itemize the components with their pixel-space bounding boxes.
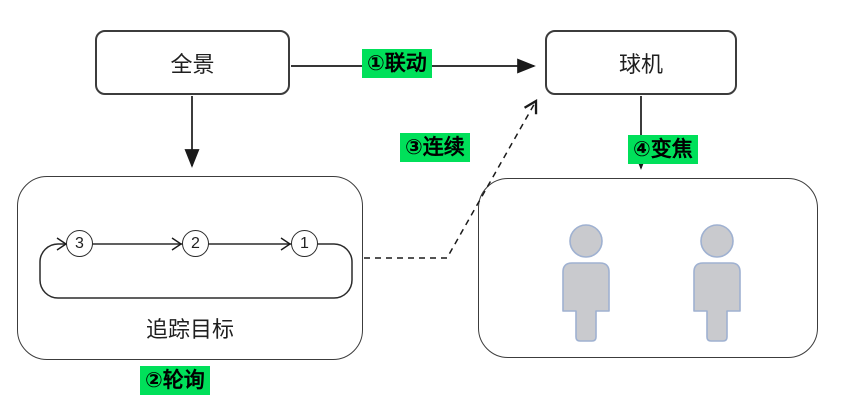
loop-arrowhead-into-2 bbox=[171, 237, 183, 251]
tracking-targets-box bbox=[17, 176, 363, 360]
loop-node-2-label: 2 bbox=[191, 234, 200, 252]
loop-node-3-label: 3 bbox=[75, 234, 84, 252]
loop-node-2: 2 bbox=[182, 230, 209, 257]
continuous-dashed-arrow bbox=[364, 98, 538, 259]
loop-node-1: 1 bbox=[291, 230, 318, 257]
step-2-polling-label: ②轮询 bbox=[140, 366, 210, 396]
people-scene-box bbox=[478, 178, 818, 358]
step-3-continuous-label: ③连续 bbox=[400, 133, 470, 163]
panorama-box: 全景 bbox=[95, 30, 290, 95]
track-target-label: 追踪目标 bbox=[145, 317, 234, 342]
step-4-zoom-label: ④变焦 bbox=[628, 135, 698, 165]
person-icon bbox=[562, 224, 610, 342]
person-icon bbox=[693, 224, 741, 342]
loop-node-1-label: 1 bbox=[300, 234, 309, 252]
loop-node-3: 3 bbox=[66, 230, 93, 257]
dome-camera-box: 球机 bbox=[545, 30, 737, 95]
dome-camera-box-label: 球机 bbox=[618, 51, 663, 77]
step-1-linkage-label: ①联动 bbox=[362, 49, 432, 79]
loop-arrowhead-into-1 bbox=[280, 237, 292, 251]
panorama-box-label: 全景 bbox=[170, 51, 215, 77]
